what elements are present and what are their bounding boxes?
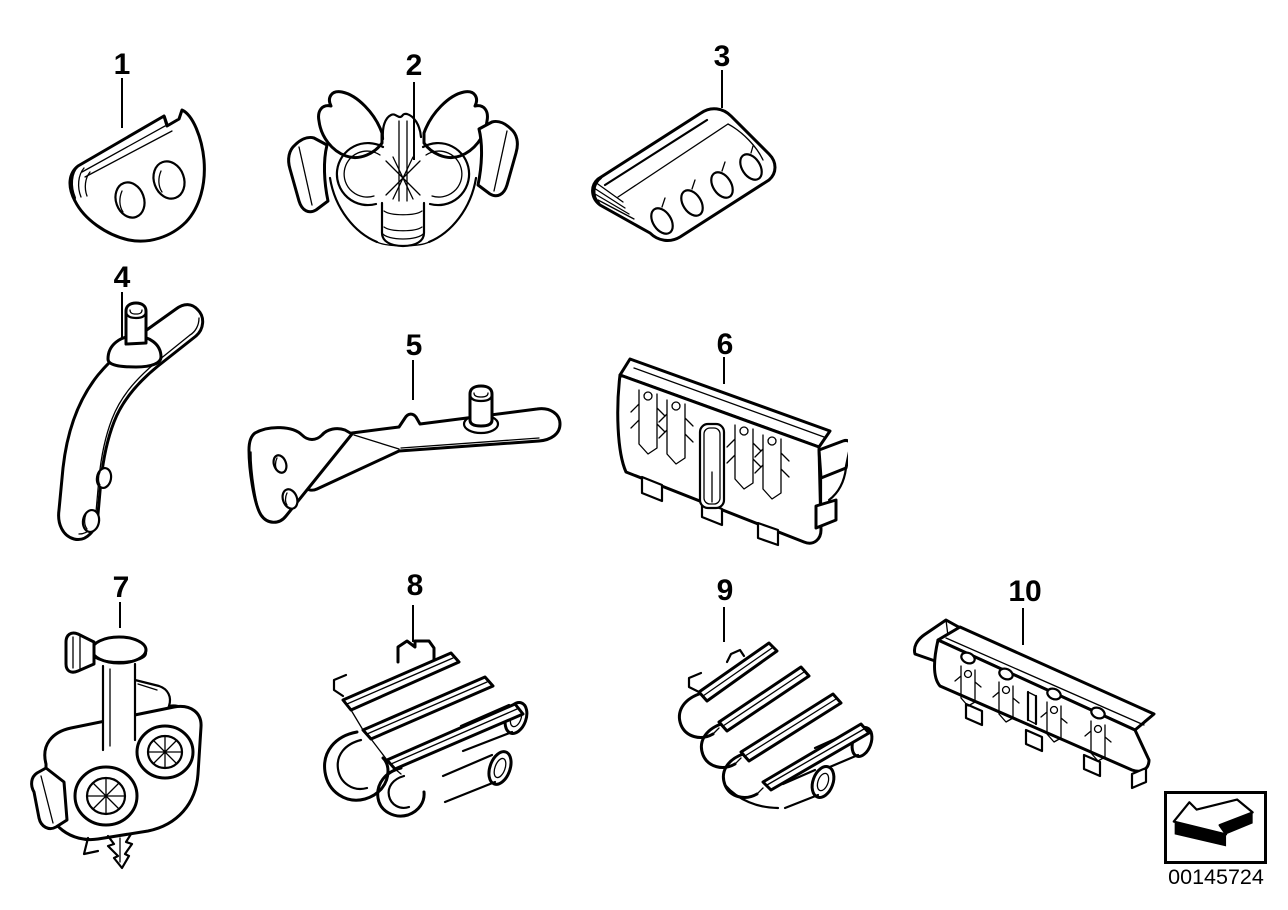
part-drawing-9[interactable] xyxy=(643,632,883,812)
direction-of-travel-arrow-icon xyxy=(1172,798,1254,847)
part-callout-8[interactable]: 8 xyxy=(406,569,424,602)
part-drawing-4[interactable] xyxy=(48,286,208,551)
part-callout-4[interactable]: 4 xyxy=(113,261,131,294)
part-callout-7[interactable]: 7 xyxy=(112,571,130,604)
leader-line-4 xyxy=(121,292,123,338)
part-callout-10[interactable]: 10 xyxy=(1008,575,1042,608)
part-drawing-7[interactable] xyxy=(26,622,211,872)
part-callout-1[interactable]: 1 xyxy=(113,48,131,81)
leader-line-1 xyxy=(121,78,123,128)
part-callout-3[interactable]: 3 xyxy=(713,40,731,73)
part-callout-6[interactable]: 6 xyxy=(716,328,734,361)
part-drawing-2[interactable] xyxy=(283,83,523,248)
part-drawing-6[interactable] xyxy=(608,346,848,551)
diagram-part-number: 00145724 xyxy=(1168,865,1264,889)
part-callout-5[interactable]: 5 xyxy=(405,329,423,362)
leader-line-10 xyxy=(1022,608,1024,645)
leader-line-2 xyxy=(413,82,415,160)
leader-line-3 xyxy=(721,70,723,108)
part-drawing-3[interactable] xyxy=(585,100,785,250)
leader-line-6 xyxy=(723,357,725,384)
leader-line-8 xyxy=(412,605,414,642)
part-callout-9[interactable]: 9 xyxy=(716,574,734,607)
leader-line-9 xyxy=(723,607,725,642)
leader-line-5 xyxy=(412,360,414,400)
part-drawing-5[interactable] xyxy=(241,338,571,548)
part-drawing-8[interactable] xyxy=(303,638,543,823)
leader-line-7 xyxy=(119,602,121,628)
stamp-box xyxy=(1164,791,1267,864)
part-drawing-1[interactable] xyxy=(52,98,242,253)
part-callout-2[interactable]: 2 xyxy=(405,49,423,82)
part-drawing-10[interactable] xyxy=(906,612,1166,812)
